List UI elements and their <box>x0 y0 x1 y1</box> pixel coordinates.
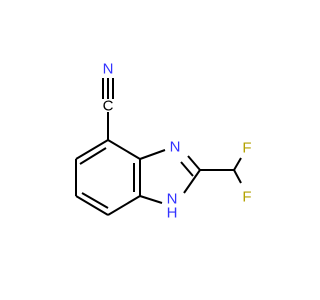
atom-c-nitrile: C <box>103 98 114 115</box>
nitrile-triple-bond <box>102 78 114 99</box>
difluoromethyl-group <box>200 157 242 184</box>
molecule-diagram: N C N N H F F <box>75 61 252 222</box>
structure-canvas: N C N N H F F <box>75 61 252 222</box>
atom-nh-hydrogen: H <box>167 205 178 222</box>
atom-f-bottom: F <box>242 189 251 206</box>
atom-f-top: F <box>242 140 251 157</box>
imidazole-ring <box>139 149 201 204</box>
atom-n-imidazole: N <box>170 139 181 156</box>
benzene-ring <box>75 139 141 216</box>
atom-nh-nitrogen: N <box>167 191 178 208</box>
atom-n-nitrile: N <box>103 61 114 78</box>
